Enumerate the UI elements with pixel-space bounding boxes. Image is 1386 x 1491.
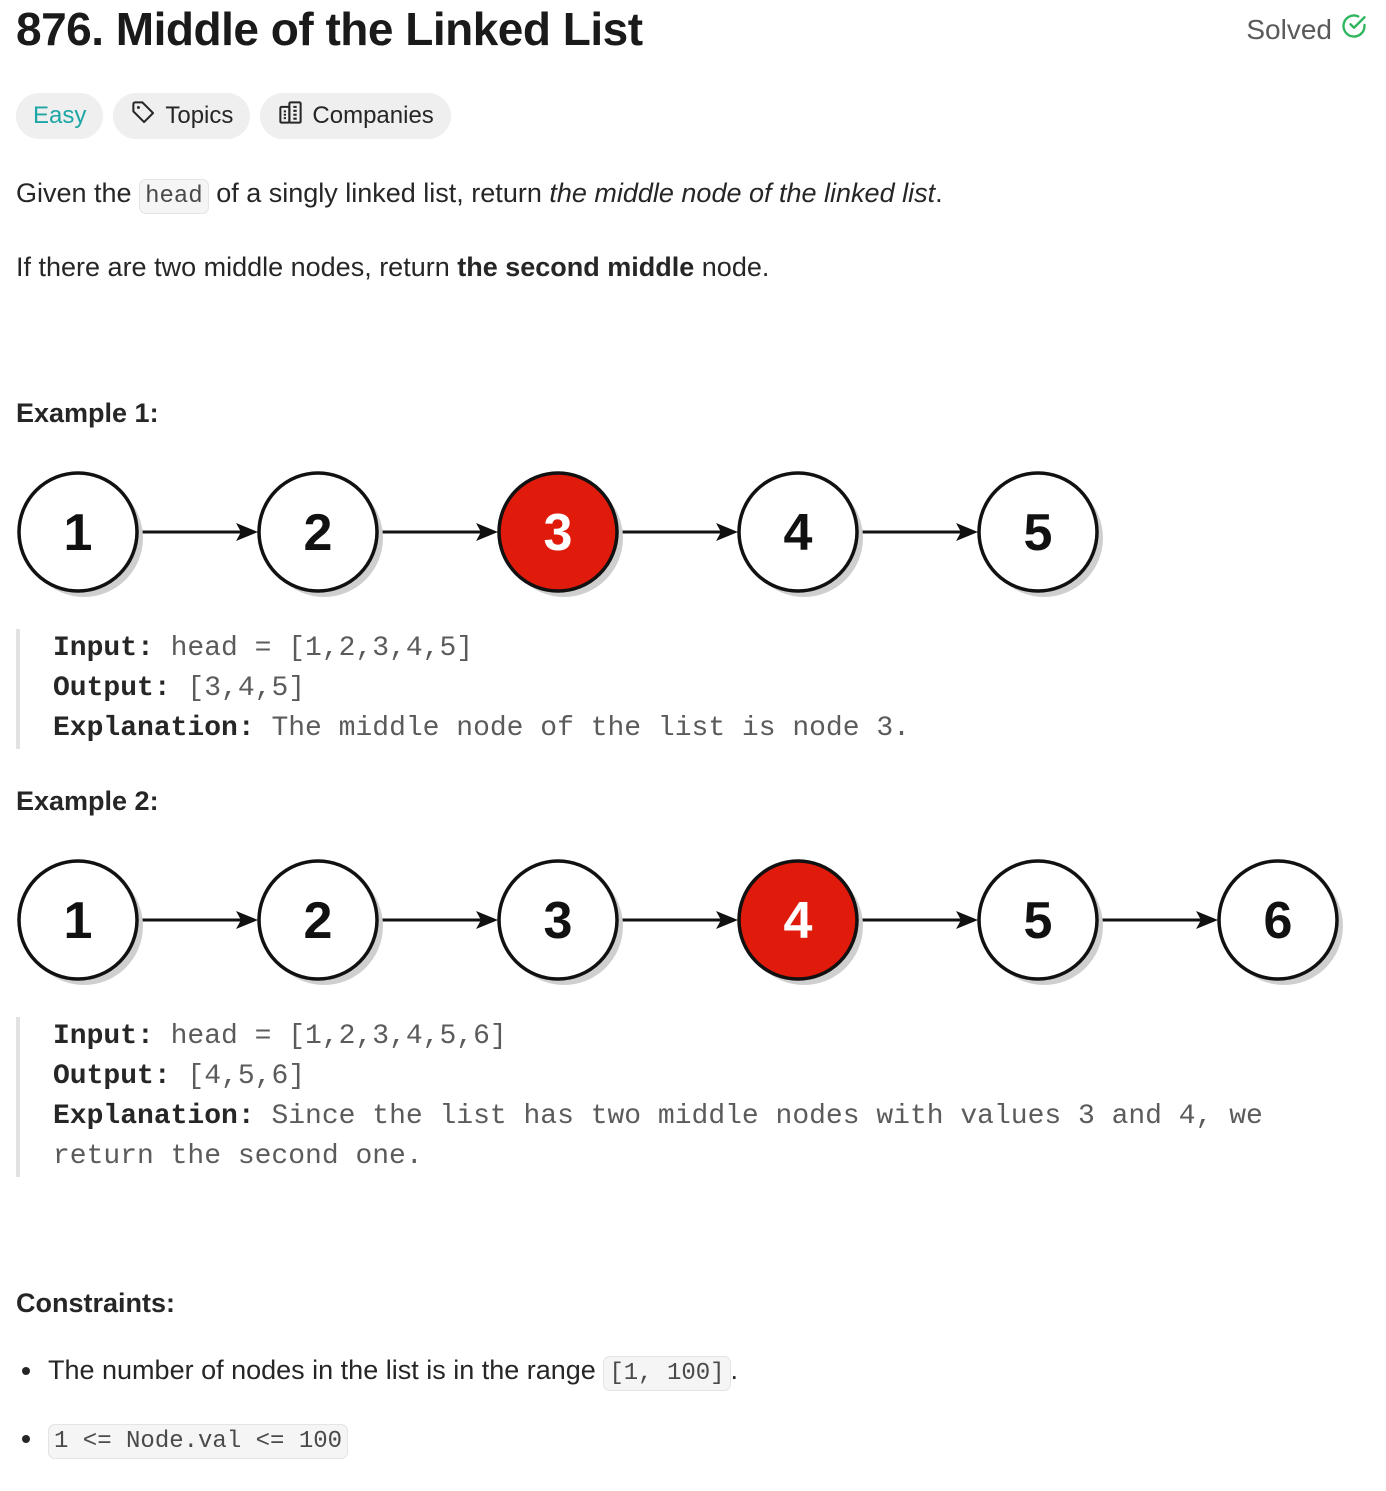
ex2-explanation-line-2: return the second one. — [53, 1137, 1263, 1177]
ex2-arrows — [138, 911, 1218, 929]
desc-text: If there are two middle nodes, return — [16, 252, 458, 282]
ex1-output-line: Output: [3,4,5] — [53, 669, 910, 709]
desc-emphasis: the middle node of the linked list — [549, 178, 936, 208]
constraint-text: . — [730, 1355, 739, 1385]
constraint-text: The number of nodes in the list is in th… — [48, 1355, 604, 1385]
output-value: [4,5,6] — [170, 1061, 306, 1092]
input-label: Input: — [53, 633, 154, 664]
ex1-node-1: 1 — [17, 471, 143, 597]
ex1-node-3-label: 3 — [544, 504, 573, 562]
desc-bold: the second middle — [457, 252, 695, 282]
constraint-code-range: [1, 100] — [603, 1356, 731, 1391]
constraint-item-1: The number of nodes in the list is in th… — [16, 1355, 738, 1423]
input-label: Input: — [53, 1021, 154, 1052]
explanation-value-continued: return the second one. — [53, 1141, 423, 1172]
explanation-label: Explanation: — [53, 1101, 255, 1132]
constraints-heading: Constraints: — [16, 1288, 176, 1318]
constraints-list: The number of nodes in the list is in th… — [16, 1355, 738, 1491]
desc-text: . — [935, 178, 943, 208]
output-label: Output: — [53, 1061, 171, 1092]
example-2-io-block: Input: head = [1,2,3,4,5,6]Output: [4,5,… — [16, 1017, 1263, 1177]
tag-row: Easy Topics Companies — [16, 93, 451, 139]
example-1-linked-list-diagram: 1 2 3 4 5 — [17, 471, 1103, 597]
desc-text: Given the — [16, 178, 140, 208]
output-value: [3,4,5] — [170, 673, 306, 704]
desc-text: of a singly linked list, return — [208, 178, 550, 208]
desc-text: node. — [694, 252, 770, 282]
output-label: Output: — [53, 673, 171, 704]
ex2-node-2: 2 — [257, 859, 383, 985]
inline-code-head: head — [139, 179, 209, 214]
ex2-node-5: 5 — [977, 859, 1103, 985]
check-circle-icon — [1340, 12, 1368, 47]
ex2-node-5-label: 5 — [1024, 892, 1053, 950]
building-icon — [277, 99, 304, 133]
ex1-node-2-label: 2 — [304, 504, 333, 562]
ex2-node-6: 6 — [1217, 859, 1343, 985]
explanation-value: Since the list has two middle nodes with… — [254, 1101, 1263, 1132]
companies-label: Companies — [312, 102, 434, 129]
ex2-node-1: 1 — [17, 859, 143, 985]
input-value: head = [1,2,3,4,5,6] — [153, 1021, 507, 1052]
ex2-explanation-line: Explanation: Since the list has two midd… — [53, 1097, 1263, 1137]
topics-button[interactable]: Topics — [113, 93, 251, 139]
description-paragraph-1: Given the head of a singly linked list, … — [16, 173, 943, 217]
ex1-node-5: 5 — [977, 471, 1103, 597]
ex1-node-4: 4 — [737, 471, 863, 597]
topics-label: Topics — [165, 102, 234, 129]
ex1-node-1-label: 1 — [64, 504, 93, 562]
ex1-node-3-highlighted: 3 — [497, 471, 623, 597]
input-value: head = [1,2,3,4,5] — [153, 633, 474, 664]
bullet-dot — [22, 1435, 30, 1443]
ex2-node-2-label: 2 — [304, 892, 333, 950]
ex2-output-line: Output: [4,5,6] — [53, 1057, 1263, 1097]
tag-icon — [130, 99, 157, 133]
ex2-node-3-label: 3 — [544, 892, 573, 950]
ex1-arrows — [138, 523, 978, 541]
ex1-node-4-label: 4 — [784, 504, 813, 562]
difficulty-badge: Easy — [16, 93, 104, 139]
ex2-node-1-label: 1 — [64, 892, 93, 950]
example-1-io-block: Input: head = [1,2,3,4,5]Output: [3,4,5]… — [16, 629, 910, 749]
ex2-node-4-highlighted: 4 — [737, 859, 863, 985]
ex2-node-6-label: 6 — [1264, 892, 1293, 950]
constraint-item-2: 1 <= Node.val <= 100 — [16, 1423, 738, 1491]
explanation-label: Explanation: — [53, 713, 255, 744]
constraint-code-node-val: 1 <= Node.val <= 100 — [48, 1424, 349, 1459]
explanation-value: The middle node of the list is node 3. — [254, 713, 910, 744]
difficulty-label: Easy — [33, 102, 87, 129]
ex1-node-5-label: 5 — [1024, 504, 1053, 562]
ex1-node-2: 2 — [257, 471, 383, 597]
solved-label: Solved — [1246, 13, 1332, 45]
ex2-node-4-label: 4 — [784, 892, 813, 950]
example-2-heading: Example 2: — [16, 786, 159, 816]
ex2-input-line: Input: head = [1,2,3,4,5,6] — [53, 1017, 1263, 1057]
description-paragraph-2: If there are two middle nodes, return th… — [16, 247, 769, 287]
example-2-linked-list-diagram: 1 2 3 4 5 6 — [17, 859, 1343, 985]
solved-status: Solved — [1246, 12, 1368, 47]
bullet-dot — [22, 1367, 30, 1375]
companies-button[interactable]: Companies — [260, 93, 451, 139]
example-1-heading: Example 1: — [16, 398, 159, 428]
ex1-input-line: Input: head = [1,2,3,4,5] — [53, 629, 910, 669]
ex2-node-3: 3 — [497, 859, 623, 985]
ex1-explanation-line: Explanation: The middle node of the list… — [53, 709, 910, 749]
problem-title: 876. Middle of the Linked List — [16, 3, 643, 55]
